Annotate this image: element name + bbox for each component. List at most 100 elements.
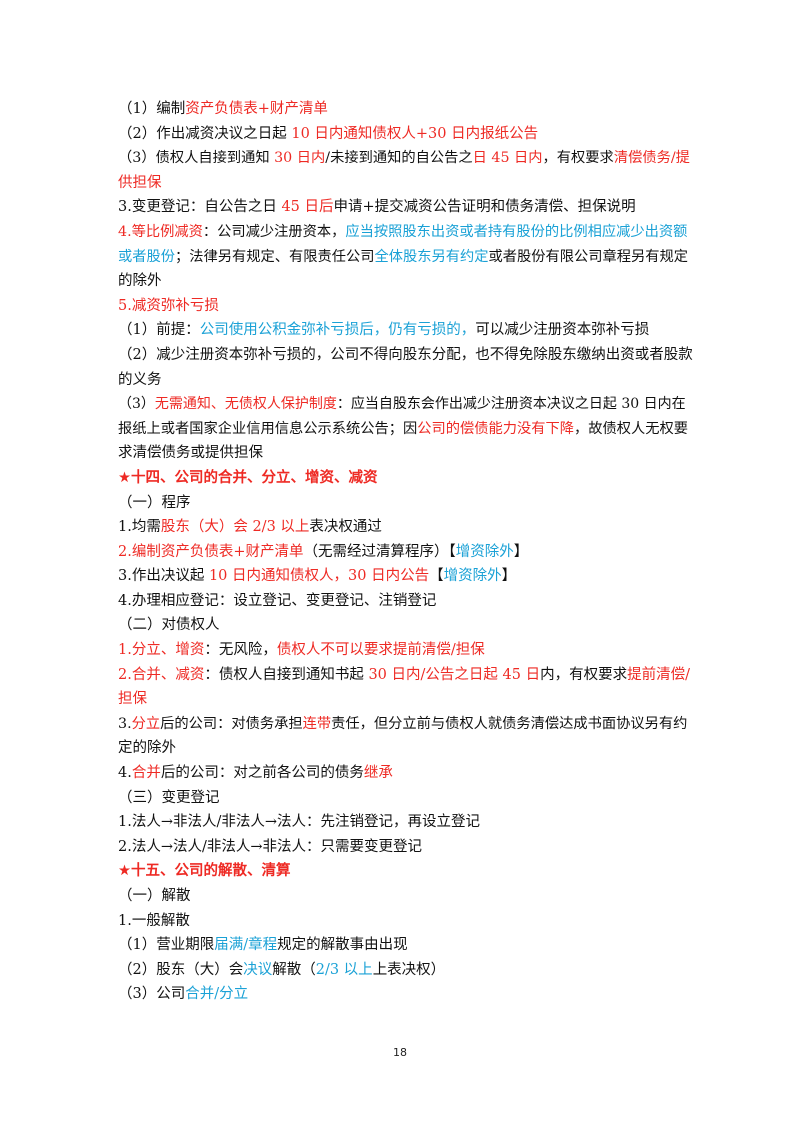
- text-run: 内，有权要求: [540, 666, 628, 683]
- text-line: （一）解散: [118, 884, 690, 909]
- text-line: 1.一般解散: [118, 909, 690, 934]
- text-run: 【: [429, 568, 444, 585]
- text-run: 解散（: [272, 961, 316, 978]
- text-run: 】: [513, 543, 529, 560]
- highlight-red: 30 日内/公告之日起 45 日: [368, 666, 541, 683]
- text-run: （3）: [118, 396, 155, 413]
- text-line: （1）编制资产负债表+财产清单: [118, 97, 690, 122]
- text-run: 定的除外: [118, 740, 176, 757]
- highlight-red: 等比例减资: [131, 223, 203, 240]
- text-line: 2.合并、减资：债权人自接到通知书起 30 日内/公告之日起 45 日内，有权要…: [118, 663, 690, 688]
- highlight-blue: 全体股东另有约定: [374, 248, 489, 265]
- highlight-red: 编制资产负债表+财产清单: [131, 543, 304, 560]
- text-run: 的义务: [118, 371, 162, 388]
- highlight-red: 10 日内通知债权人+30 日内报纸公告: [291, 125, 539, 142]
- highlight-red: 股东（大）会 2/3 以上: [160, 519, 310, 536]
- highlight-blue: 合并/分立: [185, 986, 249, 1003]
- text-line: 的义务: [118, 368, 690, 393]
- text-run: （一）程序: [118, 494, 191, 511]
- text-line: 1.均需股东（大）会 2/3 以上表决权通过: [118, 515, 690, 540]
- text-run: ；法律另有规定、有限责任公司: [175, 248, 375, 265]
- text-line: （3）公司合并/分立: [118, 982, 690, 1007]
- text-run: 或者股份有限公司章程另有规定: [488, 248, 689, 265]
- text-run: 后的公司：对债务承担: [160, 715, 303, 732]
- text-run: 表决权通过: [309, 519, 382, 536]
- text-run: 3.变更登记：自公告之日: [118, 199, 282, 216]
- text-line: 的除外: [118, 269, 690, 294]
- text-run: ：无风险，: [204, 642, 277, 659]
- text-run: 2.法人→法人/非法人→非法人：只需要变更登记: [118, 838, 423, 855]
- text-line: 3.分立后的公司：对债务承担连带责任，但分立前与债权人就债务清偿达成书面协议另有…: [118, 712, 690, 737]
- text-run: （2）减少注册资本弥补亏损的，公司不得向股东分配，也不得免除股东缴纳出资或者股款: [118, 346, 693, 363]
- text-run: ：债权人自接到通知书起: [204, 666, 369, 683]
- text-line: 担保: [118, 687, 690, 712]
- text-line: 2.编制资产负债表+财产清单（无需经过清算程序）【增资除外】: [118, 540, 690, 565]
- text-line: 4.办理相应登记：设立登记、变更登记、注销登记: [118, 589, 690, 614]
- text-line: （三）变更登记: [118, 786, 690, 811]
- text-line: （2）减少注册资本弥补亏损的，公司不得向股东分配，也不得免除股东缴纳出资或者股款: [118, 343, 693, 368]
- highlight-red: 日 45 日内: [472, 150, 543, 167]
- text-run: ，故债权人无权要: [574, 420, 689, 437]
- text-line: 4.等比例减资：公司减少注册资本，应当按照股东出资或者持有股份的比例相应减少出资…: [118, 220, 690, 245]
- highlight-red: 10 日内通知债权人，30 日内公告: [208, 568, 430, 585]
- text-line: （2）作出减资决议之日起 10 日内通知债权人+30 日内报纸公告: [118, 122, 690, 147]
- text-run: （二）对债权人: [118, 617, 220, 634]
- text-line: （1）前提：公司使用公积金弥补亏损后，仍有亏损的，可以减少注册资本弥补亏损: [118, 318, 690, 343]
- text-run: 1.法人→非法人/非法人→法人：先注销登记，再设立登记: [118, 814, 481, 831]
- text-run: 1.均需: [118, 519, 161, 536]
- text-run: （2）股东（大）会: [118, 961, 244, 978]
- text-line: 报纸上或者国家企业信用信息公示系统公告；因公司的偿债能力没有下降，故债权人无权要: [118, 417, 690, 442]
- highlight-red: 45 日后: [281, 199, 334, 216]
- text-line: （2）股东（大）会决议解散（2/3 以上上表决权）: [118, 958, 690, 983]
- highlight-red: 提前清偿/: [627, 666, 690, 683]
- text-line: （3）无需通知、无债权人保护制度：应当自股东会作出减少注册资本决议之日起 30 …: [118, 392, 690, 417]
- text-run: （1）编制: [118, 101, 186, 117]
- highlight-red: 4.: [118, 223, 132, 240]
- text-line: 定的除外: [118, 736, 690, 761]
- text-line: 1.法人→非法人/非法人→法人：先注销登记，再设立登记: [118, 810, 690, 835]
- text-run: （3）债权人自接到通知: [118, 150, 275, 167]
- text-run: 的除外: [118, 273, 162, 290]
- highlight-red: 1.: [118, 642, 132, 659]
- text-run: （1）营业期限: [118, 937, 215, 954]
- highlight-red: 清偿债务/提: [613, 150, 690, 167]
- text-run: 上表决权）: [372, 961, 446, 978]
- text-run: （2）作出减资决议之日起: [118, 125, 292, 142]
- highlight-red: 2.: [118, 666, 132, 683]
- text-line: 2.法人→法人/非法人→非法人：只需要变更登记: [118, 835, 690, 860]
- text-line: （3）债权人自接到通知 30 日内/未接到通知的自公告之日 45 日内，有权要求…: [118, 146, 690, 171]
- highlight-blue: 公司使用公积金弥补亏损后，仍有亏损的，: [199, 322, 476, 339]
- text-line: 求清偿债务或提供担保: [118, 441, 690, 466]
- text-run: 求清偿债务或提供担保: [118, 445, 263, 462]
- highlight-red: 5.: [118, 297, 132, 314]
- text-line: 3.变更登记：自公告之日 45 日后申请+提交减资公告证明和债务清偿、担保说明: [118, 195, 690, 220]
- text-run: 】: [501, 568, 517, 585]
- highlight-red: 连带: [302, 715, 332, 732]
- document-body: （1）编制资产负债表+财产清单（2）作出减资决议之日起 10 日内通知债权人+3…: [118, 97, 693, 1007]
- text-run: （1）前提：: [118, 322, 200, 339]
- text-run: 4.办理相应登记：设立登记、变更登记、注销登记: [118, 592, 437, 609]
- text-run: （一）解散: [118, 888, 191, 904]
- text-run: 3.: [118, 715, 132, 732]
- highlight-blue: 2/3 以上: [315, 961, 373, 978]
- highlight-blue: 应当按照股东出资或者持有股份的比例相应减少出资额: [345, 223, 688, 240]
- highlight-red: 分立、增资: [131, 642, 205, 659]
- section-heading: ★十四、公司的合并、分立、增资、减资: [118, 466, 690, 491]
- text-line: （一）程序: [118, 491, 690, 516]
- highlight-red: 供担保: [118, 174, 162, 191]
- text-run: （三）变更登记: [118, 789, 220, 806]
- text-run: ：应当自股东会作出减少注册资本决议之日起 30 日内在: [336, 396, 686, 413]
- highlight-red: 公司的偿债能力没有下降: [417, 420, 575, 437]
- highlight-blue: 决议: [243, 961, 273, 978]
- text-run: 可以减少注册资本弥补亏损: [475, 322, 650, 339]
- text-run: ，有权要求: [542, 150, 614, 167]
- text-run: ：公司减少注册资本，: [202, 223, 346, 240]
- text-line: （二）对债权人: [118, 613, 690, 638]
- text-run: 规定的解散事由出现: [277, 937, 408, 954]
- text-run: 责任，但分立前与债权人就债务清偿达成书面协议另有约: [331, 715, 688, 732]
- text-run: 1.一般解散: [118, 912, 190, 929]
- highlight-blue: 增资除外: [455, 543, 514, 560]
- highlight-red: 减资弥补亏损: [131, 297, 219, 314]
- highlight-red: 分立: [131, 715, 161, 732]
